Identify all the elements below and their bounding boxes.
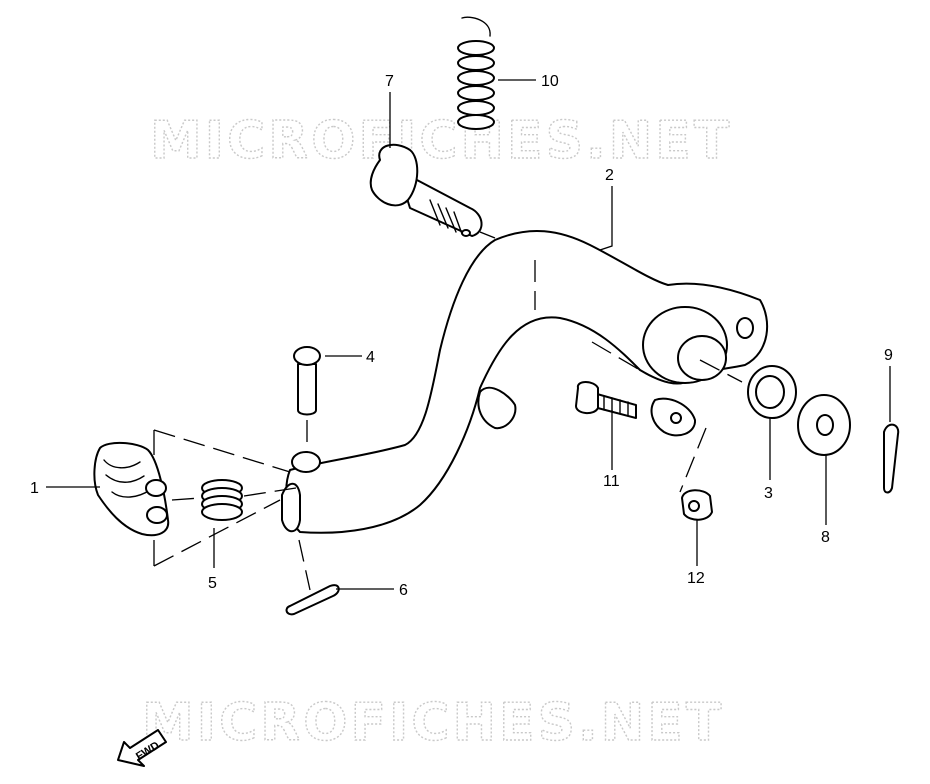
callout-5: 5	[208, 575, 217, 592]
callout-1: 1	[30, 480, 39, 497]
watermark-bottom: MICROFICHES.NET	[142, 693, 724, 753]
watermark-top: MICROFICHES.NET	[150, 111, 732, 171]
callout-12: 12	[687, 570, 705, 587]
callout-9: 9	[884, 347, 893, 364]
assembly-guides	[153, 231, 743, 591]
cotter-pin-part-6	[285, 584, 340, 616]
callout-2: 2	[605, 167, 614, 184]
callout-8: 8	[821, 529, 830, 546]
leader-lines	[46, 79, 891, 590]
callout-10: 10	[541, 73, 559, 90]
nut-part-12	[681, 489, 713, 521]
callout-3: 3	[764, 485, 773, 502]
callout-4: 4	[366, 349, 375, 366]
bolt-part-11	[575, 381, 637, 419]
cotter-pin-part-9	[883, 423, 900, 494]
return-spring-part-5	[201, 479, 243, 521]
spring-part-10	[457, 16, 495, 130]
callout-6: 6	[399, 582, 408, 599]
washer-part-8	[797, 394, 851, 456]
brake-pedal-part-2	[281, 230, 769, 534]
callout-labels: 1 2 3 4 5 6 7 8 9 10 11 12	[30, 73, 893, 599]
callout-11: 11	[603, 473, 620, 490]
pedal-tip-part-1	[93, 442, 170, 537]
callout-7: 7	[385, 73, 394, 90]
seal-part-3	[747, 365, 797, 419]
clevis-pin-part-4	[293, 346, 321, 416]
pivot-bolt-part-7	[369, 143, 483, 237]
